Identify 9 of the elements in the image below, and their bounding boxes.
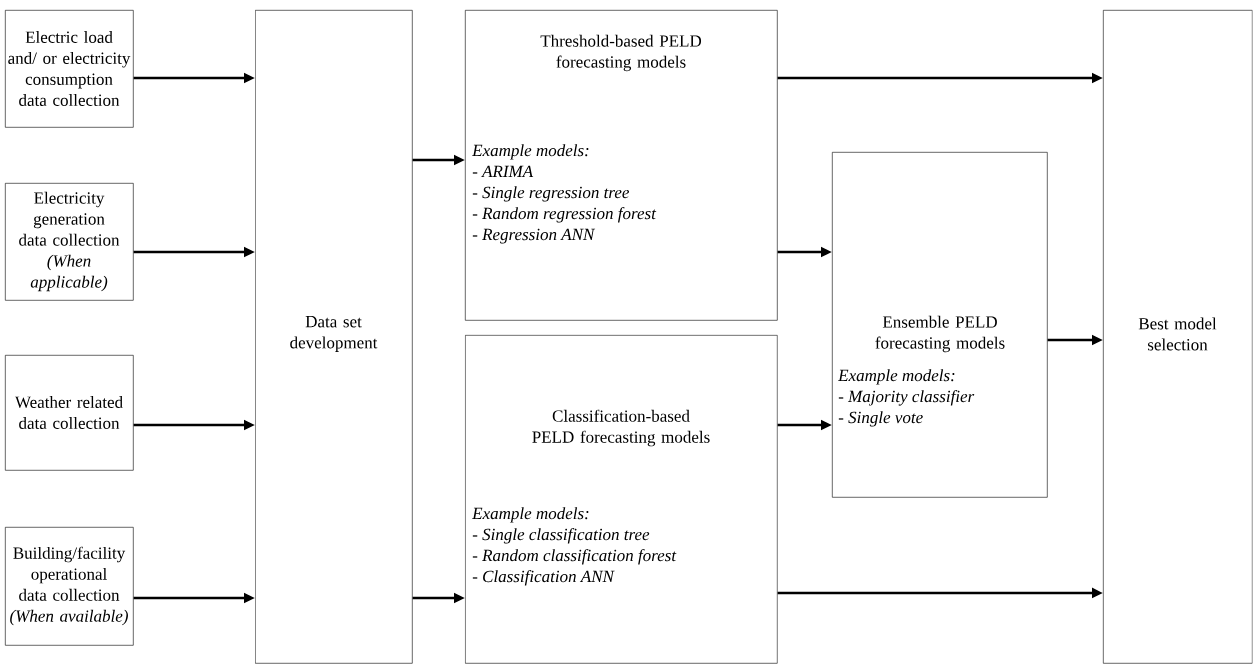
process-box: Classification-based PELD forecasting models Example models: - Single classification tree - Random classification forest - Classification ANN — [465, 335, 778, 664]
process-box: Electricity generation data collection (When applicable) — [5, 183, 134, 301]
process-box: Electric load and/ or electricity consumption data collection — [5, 10, 134, 128]
process-box: Building/facility operational data collection (When available) — [5, 527, 134, 646]
process-box: Weather related data collection — [5, 355, 134, 471]
process-box: Best model selection — [1103, 10, 1253, 664]
process-box: Data set development — [255, 10, 413, 664]
process-box: Threshold-based PELD forecasting models Example models: - ARIMA - Single regression tree - Random regression forest - Regression ANN — [465, 10, 778, 321]
process-box: Ensemble PELD forecasting models Example models: - Majority classifier - Single vote — [832, 152, 1048, 498]
